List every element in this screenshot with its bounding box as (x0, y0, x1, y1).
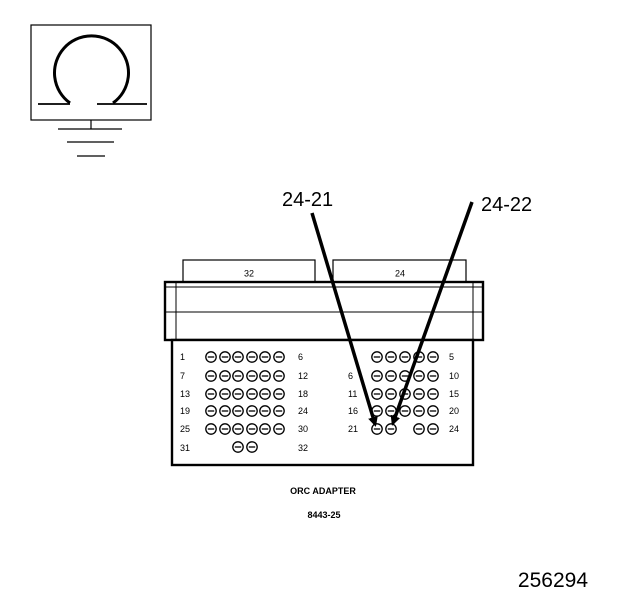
pin-number: 18 (298, 389, 308, 399)
right-connector-label: 24 (395, 268, 405, 278)
pin-socket (385, 370, 397, 382)
pin-socket (232, 405, 244, 417)
right-block-end-labels: 5 10 15 20 24 (449, 352, 459, 434)
pin-number: 30 (298, 424, 308, 434)
pin-socket (246, 441, 258, 453)
adapter-body (163, 280, 485, 467)
pin-socket (232, 388, 244, 400)
pin-socket (273, 423, 285, 435)
pin-socket (273, 405, 285, 417)
pin-number: 25 (180, 424, 190, 434)
callout-arrow-right (390, 201, 474, 426)
pin-socket (219, 351, 231, 363)
pin-socket (413, 370, 425, 382)
pin-socket (371, 351, 383, 363)
pin-sockets (205, 351, 439, 453)
pin-socket (385, 423, 397, 435)
pin-socket (385, 351, 397, 363)
pin-number: 11 (348, 389, 357, 399)
left-block-end-labels: 6 12 18 24 30 32 (298, 352, 308, 453)
callout-label-left: 24-21 (282, 189, 333, 211)
pin-number: 1 (180, 352, 185, 362)
pin-socket (232, 423, 244, 435)
pin-socket (427, 351, 439, 363)
adapter-title: ORC ADAPTER (290, 486, 356, 496)
pin-socket (371, 370, 383, 382)
pin-socket (232, 370, 244, 382)
pin-socket (219, 405, 231, 417)
pin-socket (232, 351, 244, 363)
pin-number: 12 (298, 371, 308, 381)
pin-socket (246, 388, 258, 400)
pin-socket (205, 388, 217, 400)
pin-socket (246, 351, 258, 363)
pin-socket (246, 423, 258, 435)
pin-socket (205, 405, 217, 417)
right-block-start-labels: 6 11 16 21 (348, 371, 358, 434)
figure-number: 256294 (518, 569, 588, 592)
callout-label-right: 24-22 (481, 194, 532, 216)
pin-socket (246, 405, 258, 417)
pin-socket (259, 405, 271, 417)
pin-number: 20 (449, 406, 459, 416)
pin-number: 6 (298, 352, 303, 362)
pin-number: 15 (449, 389, 459, 399)
adapter-part-number: 8443-25 (307, 510, 340, 520)
ohmmeter-icon (30, 24, 152, 121)
pin-socket (259, 388, 271, 400)
pin-socket (259, 370, 271, 382)
pin-socket (273, 388, 285, 400)
pin-socket (273, 370, 285, 382)
pin-number: 6 (348, 371, 353, 381)
pin-socket (205, 370, 217, 382)
pin-socket (219, 370, 231, 382)
pin-socket (385, 388, 397, 400)
pin-socket (205, 351, 217, 363)
pin-number: 16 (348, 406, 358, 416)
pin-number: 24 (298, 406, 308, 416)
pin-socket (232, 441, 244, 453)
pin-number: 10 (449, 371, 459, 381)
pin-socket (427, 405, 439, 417)
pin-socket (371, 388, 383, 400)
pin-socket (246, 370, 258, 382)
pin-socket (427, 370, 439, 382)
pin-socket (427, 423, 439, 435)
pin-socket (399, 351, 411, 363)
pin-number: 21 (348, 424, 358, 434)
pin-socket (427, 388, 439, 400)
left-block-start-labels: 1 7 13 19 25 31 (180, 352, 190, 453)
ground-icon (58, 120, 122, 157)
pin-number: 19 (180, 406, 190, 416)
pin-number: 5 (449, 352, 454, 362)
pin-socket (205, 423, 217, 435)
pin-socket (219, 388, 231, 400)
pin-number: 31 (180, 443, 190, 453)
pin-socket (399, 405, 411, 417)
pin-socket (413, 405, 425, 417)
pin-socket (259, 423, 271, 435)
pin-number: 32 (298, 443, 308, 453)
pin-socket (219, 423, 231, 435)
pin-socket (259, 351, 271, 363)
pin-socket (273, 351, 285, 363)
pin-socket (413, 388, 425, 400)
pin-socket (413, 423, 425, 435)
left-connector-label: 32 (244, 268, 254, 278)
pin-number: 24 (449, 424, 459, 434)
pin-number: 7 (180, 371, 185, 381)
pin-number: 13 (180, 389, 190, 399)
callout-arrow-left (310, 212, 378, 427)
pin-socket (371, 423, 383, 435)
